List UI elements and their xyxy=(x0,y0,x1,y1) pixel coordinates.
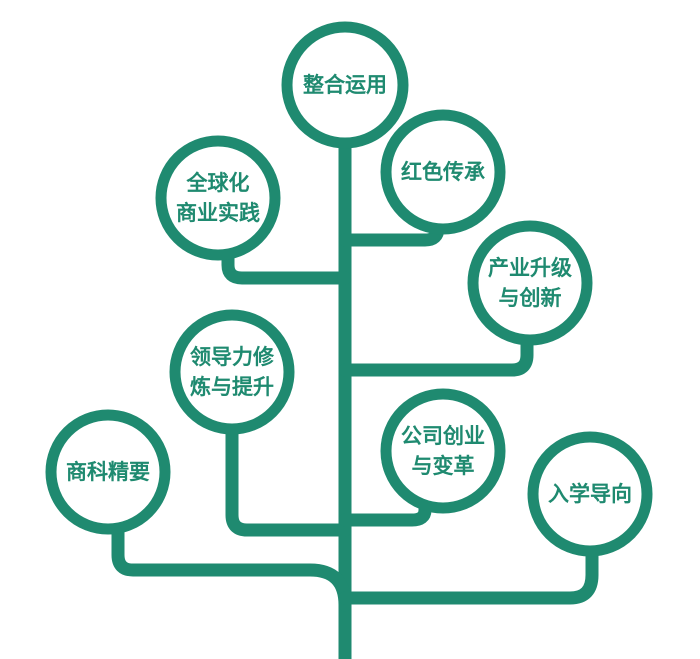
branch-global xyxy=(221,245,352,285)
node-top: 整合运用 xyxy=(287,27,403,143)
node-leader: 领导力修 炼与提升 xyxy=(174,314,290,430)
node-label: 产业升级 xyxy=(488,256,572,280)
branch-leader xyxy=(225,421,352,537)
node-circle-red xyxy=(380,109,506,235)
node-circle-top xyxy=(281,21,409,149)
node-label: 领导力修 xyxy=(190,345,274,369)
branch-orientation xyxy=(338,543,599,605)
node-label: 整合运用 xyxy=(303,73,387,97)
branch-essentials xyxy=(111,521,352,612)
node-orientation: 入学导向 xyxy=(532,436,648,552)
node-label: 商科精要 xyxy=(66,460,150,484)
node-label: 商业实践 xyxy=(176,201,260,225)
node-venture: 公司创业 与变革 xyxy=(385,393,501,509)
branch-industry xyxy=(338,333,534,377)
node-label: 入学导向 xyxy=(548,482,632,506)
node-circle-global xyxy=(155,135,281,261)
node-label: 与变革 xyxy=(411,454,475,478)
node-circle-orientation xyxy=(527,431,653,557)
node-label: 公司创业 xyxy=(401,424,485,448)
node-circle-venture xyxy=(380,388,506,514)
node-circle-essentials xyxy=(45,409,171,535)
node-circle-leader xyxy=(169,309,295,435)
node-industry: 产业升级 与创新 xyxy=(472,225,588,341)
node-circle-industry xyxy=(467,220,593,346)
node-label: 与创新 xyxy=(498,286,562,310)
node-global: 全球化 商业实践 xyxy=(160,140,276,256)
node-label: 炼与提升 xyxy=(190,375,274,399)
node-essentials: 商科精要 xyxy=(50,414,166,530)
node-label: 全球化 xyxy=(186,171,250,195)
node-red: 红色传承 xyxy=(385,114,501,230)
node-label: 红色传承 xyxy=(401,160,485,184)
